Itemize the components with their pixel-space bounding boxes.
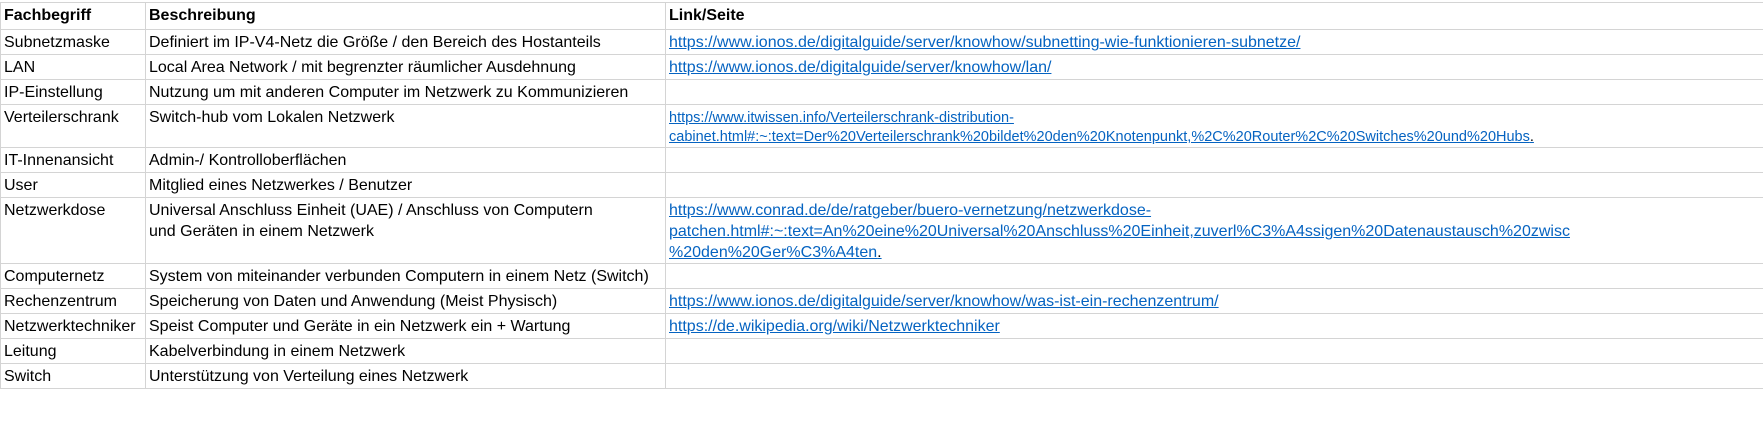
table-row: User Mitglied eines Netzwerkes / Benutzer: [0, 172, 1763, 198]
header-link[interactable]: Link/Seite: [665, 2, 1763, 30]
cell-term[interactable]: Netzwerkdose: [0, 197, 146, 264]
hyperlink-text: https://www.ionos.de/digitalguide/server…: [669, 59, 1052, 76]
cell-link[interactable]: [665, 363, 1763, 389]
header-row: Fachbegriff Beschreibung Link/Seite: [0, 2, 1763, 30]
term-text: IT-Innenansicht: [4, 152, 114, 169]
description-text: Definiert im IP-V4-Netz die Größe / den …: [149, 34, 601, 51]
hyperlink-text: https://de.wikipedia.org/wiki/Netzwerkte…: [669, 318, 1000, 335]
term-text: Rechenzentrum: [4, 293, 117, 310]
term-text: Netzwerktechniker: [4, 318, 136, 335]
cell-term[interactable]: IP-Einstellung: [0, 79, 146, 105]
description-text: Admin-/ Kontrolloberflächen: [149, 152, 347, 169]
cell-link[interactable]: https://de.wikipedia.org/wiki/Netzwerkte…: [665, 313, 1763, 339]
cell-description[interactable]: Switch-hub vom Lokalen Netzwerk: [145, 104, 666, 148]
table-row: Netzwerkdose Universal Anschluss Einheit …: [0, 197, 1763, 264]
hyperlink-text: https://www.itwissen.info/Verteilerschra…: [669, 110, 1014, 126]
description-text: Speicherung von Daten und Anwendung (Mei…: [149, 293, 558, 310]
cell-link[interactable]: https://www.itwissen.info/Verteilerschra…: [665, 104, 1763, 148]
cell-link[interactable]: [665, 263, 1763, 289]
table-row: Verteilerschrank Switch-hub vom Lokalen N…: [0, 104, 1763, 148]
table-row: Subnetzmaske Definiert im IP-V4-Netz die …: [0, 29, 1763, 55]
table-row: Switch Unterstützung von Verteilung eines…: [0, 363, 1763, 389]
cell-description[interactable]: Definiert im IP-V4-Netz die Größe / den …: [145, 29, 666, 55]
glossary-table: Fachbegriff Beschreibung Link/Seite Subn…: [0, 2, 1763, 389]
table-row: Leitung Kabelverbindung in einem Netzwerk: [0, 338, 1763, 364]
cell-link[interactable]: https://www.ionos.de/digitalguide/server…: [665, 288, 1763, 314]
cell-description[interactable]: Admin-/ Kontrolloberflächen: [145, 147, 666, 173]
description-text: Mitglied eines Netzwerkes / Benutzer: [149, 177, 413, 194]
header-description[interactable]: Beschreibung: [145, 2, 666, 30]
header-term[interactable]: Fachbegriff: [0, 2, 146, 30]
table-row: Rechenzentrum Speicherung von Daten und A…: [0, 288, 1763, 314]
term-text: Computernetz: [4, 268, 105, 285]
cell-link[interactable]: [665, 147, 1763, 173]
term-text: User: [4, 177, 38, 194]
description-text: Switch-hub vom Lokalen Netzwerk: [149, 109, 395, 126]
cell-term[interactable]: Computernetz: [0, 263, 146, 289]
term-text: IP-Einstellung: [4, 84, 103, 101]
cell-link[interactable]: [665, 338, 1763, 364]
hyperlink[interactable]: https://de.wikipedia.org/wiki/Netzwerkte…: [669, 316, 1763, 337]
cell-description[interactable]: System von miteinander verbunden Compute…: [145, 263, 666, 289]
cell-description[interactable]: Kabelverbindung in einem Netzwerk: [145, 338, 666, 364]
cell-link[interactable]: https://www.ionos.de/digitalguide/server…: [665, 54, 1763, 80]
cell-description[interactable]: Unterstützung von Verteilung eines Netzw…: [145, 363, 666, 389]
table-row: IT-Innenansicht Admin-/ Kontrolloberfläch…: [0, 147, 1763, 173]
hyperlink-text: patchen.html#:~:text=An%20eine%20Univers…: [669, 223, 1570, 240]
cell-description[interactable]: Local Area Network / mit begrenzter räum…: [145, 54, 666, 80]
description-text: Universal Anschluss Einheit (UAE) / Ansc…: [149, 202, 593, 219]
hyperlink[interactable]: https://www.ionos.de/digitalguide/server…: [669, 32, 1763, 53]
cell-term[interactable]: User: [0, 172, 146, 198]
hyperlink[interactable]: https://www.ionos.de/digitalguide/server…: [669, 291, 1763, 312]
description-text: Nutzung um mit anderen Computer im Netzw…: [149, 84, 629, 101]
cell-term[interactable]: Switch: [0, 363, 146, 389]
term-text: Subnetzmaske: [4, 34, 110, 51]
cell-description[interactable]: Mitglied eines Netzwerkes / Benutzer: [145, 172, 666, 198]
hyperlink-last-line: cabinet.html#:~:text=Der%20Verteilerschr…: [669, 128, 1763, 147]
cell-link[interactable]: https://www.conrad.de/de/ratgeber/buero-…: [665, 197, 1763, 264]
hyperlink-text: https://www.ionos.de/digitalguide/server…: [669, 34, 1301, 51]
link-suffix: .: [1529, 129, 1534, 145]
table-row: IP-Einstellung Nutzung um mit anderen Com…: [0, 79, 1763, 105]
description-text: System von miteinander verbunden Compute…: [149, 268, 649, 285]
term-text: Leitung: [4, 343, 57, 360]
cell-link[interactable]: [665, 172, 1763, 198]
hyperlink-text: https://www.ionos.de/digitalguide/server…: [669, 293, 1219, 310]
cell-link[interactable]: https://www.ionos.de/digitalguide/server…: [665, 29, 1763, 55]
cell-link[interactable]: [665, 79, 1763, 105]
cell-description[interactable]: Nutzung um mit anderen Computer im Netzw…: [145, 79, 666, 105]
table-row: LAN Local Area Network / mit begrenzter r…: [0, 54, 1763, 80]
description-text: und Geräten in einem Netzwerk: [149, 223, 374, 240]
cell-term[interactable]: Subnetzmaske: [0, 29, 146, 55]
table-row: Netzwerktechniker Speist Computer und Ger…: [0, 313, 1763, 339]
cell-term[interactable]: Netzwerktechniker: [0, 313, 146, 339]
description-text: Speist Computer und Geräte in ein Netzwe…: [149, 318, 571, 335]
cell-term[interactable]: Rechenzentrum: [0, 288, 146, 314]
cell-description[interactable]: Universal Anschluss Einheit (UAE) / Ansc…: [145, 197, 666, 264]
cell-term[interactable]: IT-Innenansicht: [0, 147, 146, 173]
cell-term[interactable]: Verteilerschrank: [0, 104, 146, 148]
description-text: Unterstützung von Verteilung eines Netzw…: [149, 368, 469, 385]
hyperlink-text: cabinet.html#:~:text=Der%20Verteilerschr…: [669, 129, 1530, 145]
term-text: Verteilerschrank: [4, 109, 119, 126]
description-text: Kabelverbindung in einem Netzwerk: [149, 343, 406, 360]
hyperlink[interactable]: https://www.conrad.de/de/ratgeber/buero-…: [669, 200, 1763, 263]
link-suffix: .: [877, 244, 882, 261]
term-text: LAN: [4, 59, 36, 76]
hyperlink-text: %20den%20Ger%C3%A4ten: [669, 244, 878, 261]
cell-description[interactable]: Speicherung von Daten und Anwendung (Mei…: [145, 288, 666, 314]
cell-description[interactable]: Speist Computer und Geräte in ein Netzwe…: [145, 313, 666, 339]
description-text: Local Area Network / mit begrenzter räum…: [149, 59, 576, 76]
table-row: Computernetz System von miteinander verbu…: [0, 263, 1763, 289]
term-text: Netzwerkdose: [4, 202, 106, 219]
hyperlink-last-line: %20den%20Ger%C3%A4ten.: [669, 242, 1763, 263]
term-text: Switch: [4, 368, 52, 385]
hyperlink[interactable]: https://www.itwissen.info/Verteilerschra…: [669, 109, 1763, 147]
cell-term[interactable]: Leitung: [0, 338, 146, 364]
table-body: Subnetzmaske Definiert im IP-V4-Netz die …: [0, 29, 1763, 389]
hyperlink[interactable]: https://www.ionos.de/digitalguide/server…: [669, 57, 1763, 78]
hyperlink-text: https://www.conrad.de/de/ratgeber/buero-…: [669, 202, 1152, 219]
cell-term[interactable]: LAN: [0, 54, 146, 80]
